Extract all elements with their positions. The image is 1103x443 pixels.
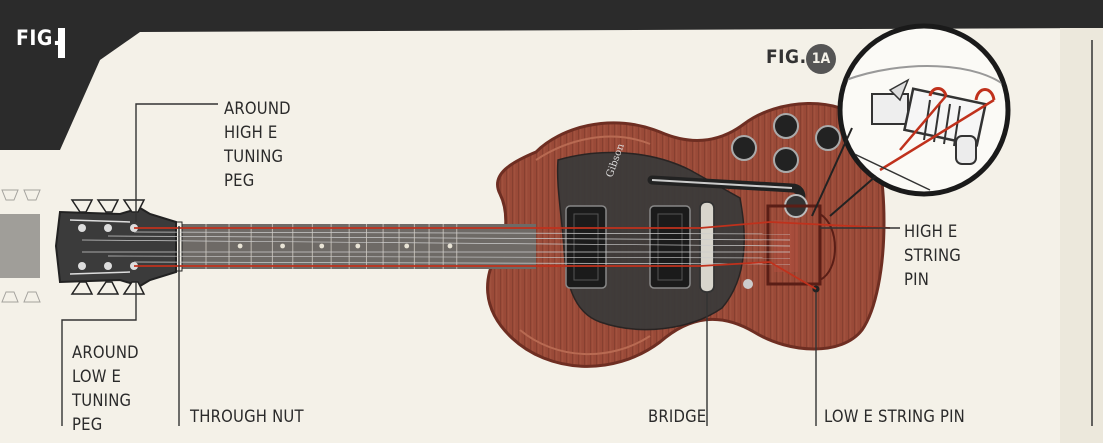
leader-low-e-peg <box>61 282 137 426</box>
fret-inlays <box>237 243 453 249</box>
fret-inlay <box>237 243 243 249</box>
tuner-buttons-bottom <box>70 281 146 295</box>
tuner-buttons-top <box>70 199 146 213</box>
guitar-strings <box>81 231 791 265</box>
vibrola-tailpiece <box>766 204 822 286</box>
callout-around-low-e-peg: AROUND LOW E TUNING PEG <box>72 343 139 434</box>
fret-inlay <box>319 243 325 249</box>
tone-knob-1 <box>773 113 799 139</box>
callout-high-e-string-pin: HIGH E STRING PIN <box>904 222 961 289</box>
callout-around-high-e-peg: AROUND HIGH E TUNING PEG <box>224 99 291 190</box>
bridge-pickup <box>649 205 691 289</box>
neck-pickup <box>565 205 607 289</box>
lower-horn-bevel <box>519 329 651 356</box>
tune-o-matic-bridge <box>699 201 715 293</box>
fret-inlay <box>355 243 361 249</box>
figure-1a-label: FIG. <box>766 46 807 68</box>
volume-knob-1 <box>731 135 757 161</box>
leader-lines <box>61 103 900 426</box>
neck-pickup-cover <box>573 213 599 281</box>
callout-low-e-string-pin: LOW E STRING PIN <box>824 407 965 426</box>
tailpiece-spring <box>819 213 836 281</box>
fret-inlay <box>280 243 285 249</box>
right-margin-shade <box>1060 28 1103 443</box>
callout-through-nut: THROUGH NUT <box>190 407 304 426</box>
inset-fig-1a <box>837 23 1011 197</box>
vibrola-arm-highlight <box>651 179 793 189</box>
upper-horn-bevel <box>535 135 651 161</box>
fret-inlay <box>447 243 453 249</box>
figure-1a-number-badge: 1A <box>806 44 836 74</box>
high-e-string-highlight <box>134 221 891 229</box>
figure-1-label: FIG. <box>16 26 61 50</box>
figure-1-number: 1 <box>58 28 65 58</box>
fret-inlay <box>404 243 410 249</box>
low-e-string-highlight <box>134 261 817 290</box>
frets <box>205 224 458 269</box>
inset-leader-lower <box>829 175 877 217</box>
ghost-headstock <box>0 189 41 303</box>
selector-switch <box>743 279 753 289</box>
volume-knob-2 <box>773 147 799 173</box>
inset-leader-upper <box>811 127 853 217</box>
callout-bridge: BRIDGE <box>648 407 707 426</box>
headstock-binding <box>69 219 131 275</box>
bridge-pickup-cover <box>657 213 683 281</box>
leader-high-e-peg <box>135 103 218 222</box>
tone-knob-2 <box>815 125 841 151</box>
